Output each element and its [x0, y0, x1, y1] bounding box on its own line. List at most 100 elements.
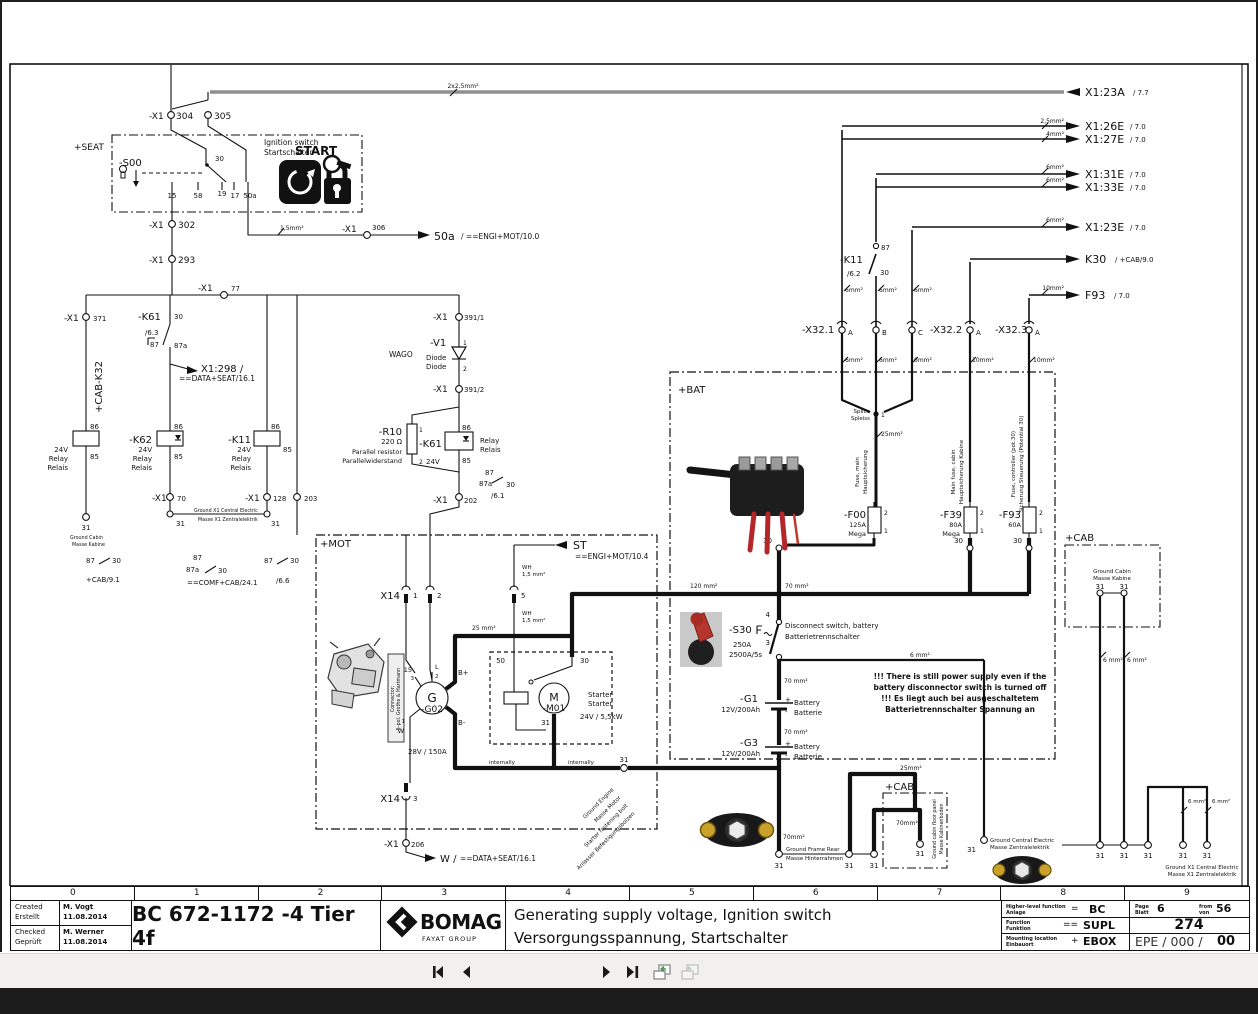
lbl: C: [918, 329, 923, 337]
ground-lug-photo: [699, 813, 775, 847]
previous-page-button[interactable]: [455, 961, 477, 982]
wire-size: 6 mm²: [1212, 798, 1230, 805]
device-k32: +CAB-K32: [94, 361, 105, 413]
first-page-icon: [433, 965, 443, 978]
lbl: 28V / 150A: [408, 748, 447, 756]
lbl: 30: [218, 567, 227, 575]
lbl: Batterietrennschalter: [785, 633, 860, 641]
lbl: 15: [404, 666, 412, 674]
lbl: A: [848, 329, 853, 337]
created-label: Created: [15, 903, 43, 911]
lbl: 80A: [949, 521, 962, 529]
page-label-de: Blatt: [1135, 910, 1149, 916]
lbl: Diode: [426, 363, 446, 371]
wire-size: 1,5 mm²: [522, 571, 545, 578]
lbl: -X1: [384, 840, 399, 850]
lbl: 1: [884, 528, 888, 535]
lbl: -X1: [342, 225, 357, 235]
lbl: 77: [231, 285, 240, 293]
page-label: Page: [1135, 903, 1149, 910]
lbl: Mega: [942, 530, 960, 538]
lbl: 30: [215, 155, 224, 163]
lbl: -X1: [198, 284, 213, 294]
lbl: -X1: [152, 494, 167, 504]
lbl: 250A: [733, 641, 751, 649]
sheet-title-en: Generating supply voltage, Ignition swit…: [514, 906, 832, 924]
fn-sign: ==: [1063, 920, 1079, 930]
ml-label-de: Einbauort: [1006, 942, 1034, 948]
lbl: Relay: [133, 455, 152, 463]
lbl: -X1: [149, 256, 164, 266]
wire-size: 120 mm²: [690, 583, 718, 590]
wire-size: 2,5mm²: [1040, 118, 1064, 125]
bomag-logo-sub: FAYAT GROUP: [422, 935, 477, 943]
device-g1: -G1: [740, 694, 758, 705]
lbl: -X1: [64, 314, 79, 324]
lbl: 31: [967, 846, 976, 854]
lbl: 24V: [237, 446, 251, 454]
sheet-ref: / 7.0: [1130, 123, 1146, 131]
wire-size: 70mm²: [783, 834, 805, 841]
ignition-switch-circuit: [111, 65, 1064, 295]
lbl: Splice: [854, 409, 871, 415]
lbl: 30: [1013, 537, 1022, 545]
fuses: [775, 502, 1037, 597]
lbl: /6.3: [145, 329, 159, 337]
lbl: 60A: [1008, 521, 1021, 529]
title-block: 0 1 2 3 4 5 6 7 8 9 Created Erstellt M. …: [10, 886, 1250, 951]
device-s30: -S30: [729, 625, 752, 636]
lbl: 87: [485, 469, 494, 477]
previous-view-button[interactable]: [650, 961, 674, 982]
ground-label: Masse X1 Zentralelektrik: [1168, 872, 1237, 878]
checked-by: M. Werner: [63, 928, 104, 936]
lbl: 31: [620, 756, 629, 764]
lbl: L: [435, 663, 439, 671]
lbl: 31: [176, 520, 185, 528]
lbl: 31: [1144, 852, 1153, 860]
lbl: Battery: [794, 743, 820, 751]
lbl: 125A: [849, 521, 866, 529]
lbl: 1: [1039, 528, 1043, 535]
lbl: 1: [463, 340, 467, 347]
wire-size: 6 mm²: [1127, 657, 1147, 664]
drawing-number: BC 672-1172 -4 Tier 4f: [132, 901, 355, 950]
ground-label: Ground cabin floor panel: [932, 799, 938, 858]
lbl: -X1: [433, 313, 448, 323]
warning-text: !!! Es liegt auch bei ausgeschaltetem: [881, 694, 1039, 703]
device-g02: G: [427, 691, 436, 705]
lbl: 2: [884, 510, 888, 517]
lbl: 24V: [426, 458, 440, 466]
lbl: Relais: [47, 464, 68, 472]
wire-color: WH: [522, 565, 532, 571]
wire-size: 6mm²: [914, 357, 933, 364]
location-mot: +MOT: [320, 539, 352, 550]
lbl: 30: [880, 269, 889, 277]
wire-color: WH: [522, 611, 532, 617]
first-page-button[interactable]: [428, 961, 450, 982]
lbl: 30: [290, 557, 299, 565]
sheet-ref: X1:23E: [1085, 221, 1124, 234]
bat-labels: 4 3 -S30 250A 2500A/5s Disconnect switch…: [721, 611, 1047, 761]
s30-photo: [680, 612, 722, 667]
lbl: 293: [178, 256, 195, 266]
lbl: 87: [881, 244, 890, 252]
lbl: Hauptsicherung Kabine: [959, 439, 965, 504]
lbl: 2500A/5s: [729, 651, 762, 659]
device-k61-coil: -K61: [419, 439, 442, 450]
next-page-button[interactable]: [596, 961, 618, 982]
lbl: 31: [1120, 852, 1129, 860]
next-view-button[interactable]: [678, 961, 702, 982]
lbl: 30: [506, 481, 515, 489]
hl-label: Higher-level function: [1006, 903, 1066, 910]
hl-sign: =: [1071, 904, 1079, 914]
last-page-button[interactable]: [621, 961, 643, 982]
connector-x32-2: -X32.2: [930, 325, 962, 336]
device-m01: -M01: [543, 704, 565, 714]
lbl: START: [295, 144, 338, 158]
lbl: 87a: [479, 480, 492, 488]
lbl: 1: [402, 719, 406, 725]
wire-size: 6mm²: [1046, 164, 1065, 171]
ground-label: Masse Hinterrahmen: [786, 856, 844, 862]
lbl: 50: [496, 657, 505, 665]
lbl: 85: [174, 453, 183, 461]
